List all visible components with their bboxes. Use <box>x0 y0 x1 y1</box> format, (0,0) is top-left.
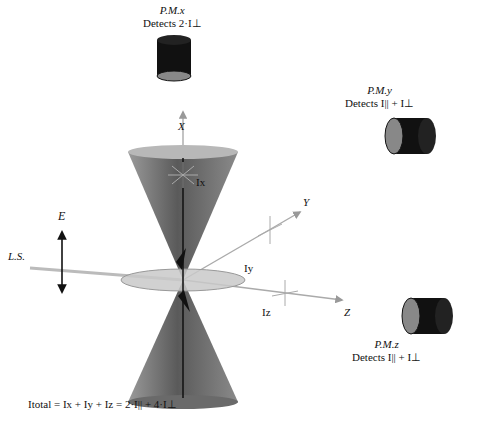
polarization-arrow <box>61 232 63 292</box>
detector-name: P.M.y <box>345 84 414 97</box>
detector-note: Detects 2·I⊥ <box>143 17 202 30</box>
axis-label: Z <box>344 306 350 319</box>
intensity-label: Iy <box>244 262 253 275</box>
detector-note: Detects I|| + I⊥ <box>345 97 414 110</box>
dipole <box>176 248 186 270</box>
detector-note: Detects I|| + I⊥ <box>352 351 421 364</box>
intensity-label: Iz <box>262 306 271 319</box>
polarization-star <box>272 280 298 306</box>
source-label: L.S. <box>8 250 25 263</box>
detector-name: P.M.z <box>352 338 421 351</box>
photomultiplier: P.M.zDetects I|| + I⊥ <box>352 338 421 364</box>
cone-top <box>128 145 238 159</box>
axis-label: Y <box>303 196 309 209</box>
dipole-axis <box>182 158 184 398</box>
field-label: E <box>58 210 65 223</box>
axis-label: X <box>178 120 185 133</box>
equation: Itotal = Ix + Iy + Iz = 2·I|| + 4·I⊥ <box>28 398 177 411</box>
photomultiplier: P.M.yDetects I|| + I⊥ <box>345 84 414 110</box>
photomultiplier: P.M.xDetects 2·I⊥ <box>143 4 202 30</box>
intensity-label: Ix <box>196 176 205 189</box>
dipole <box>178 290 190 312</box>
detector-cylinder <box>383 116 441 156</box>
detector-cylinder <box>400 296 458 336</box>
polarization-star <box>258 216 282 244</box>
detector-cylinder <box>155 34 193 86</box>
detector-name: P.M.x <box>143 4 202 17</box>
polarization-star <box>168 162 198 188</box>
